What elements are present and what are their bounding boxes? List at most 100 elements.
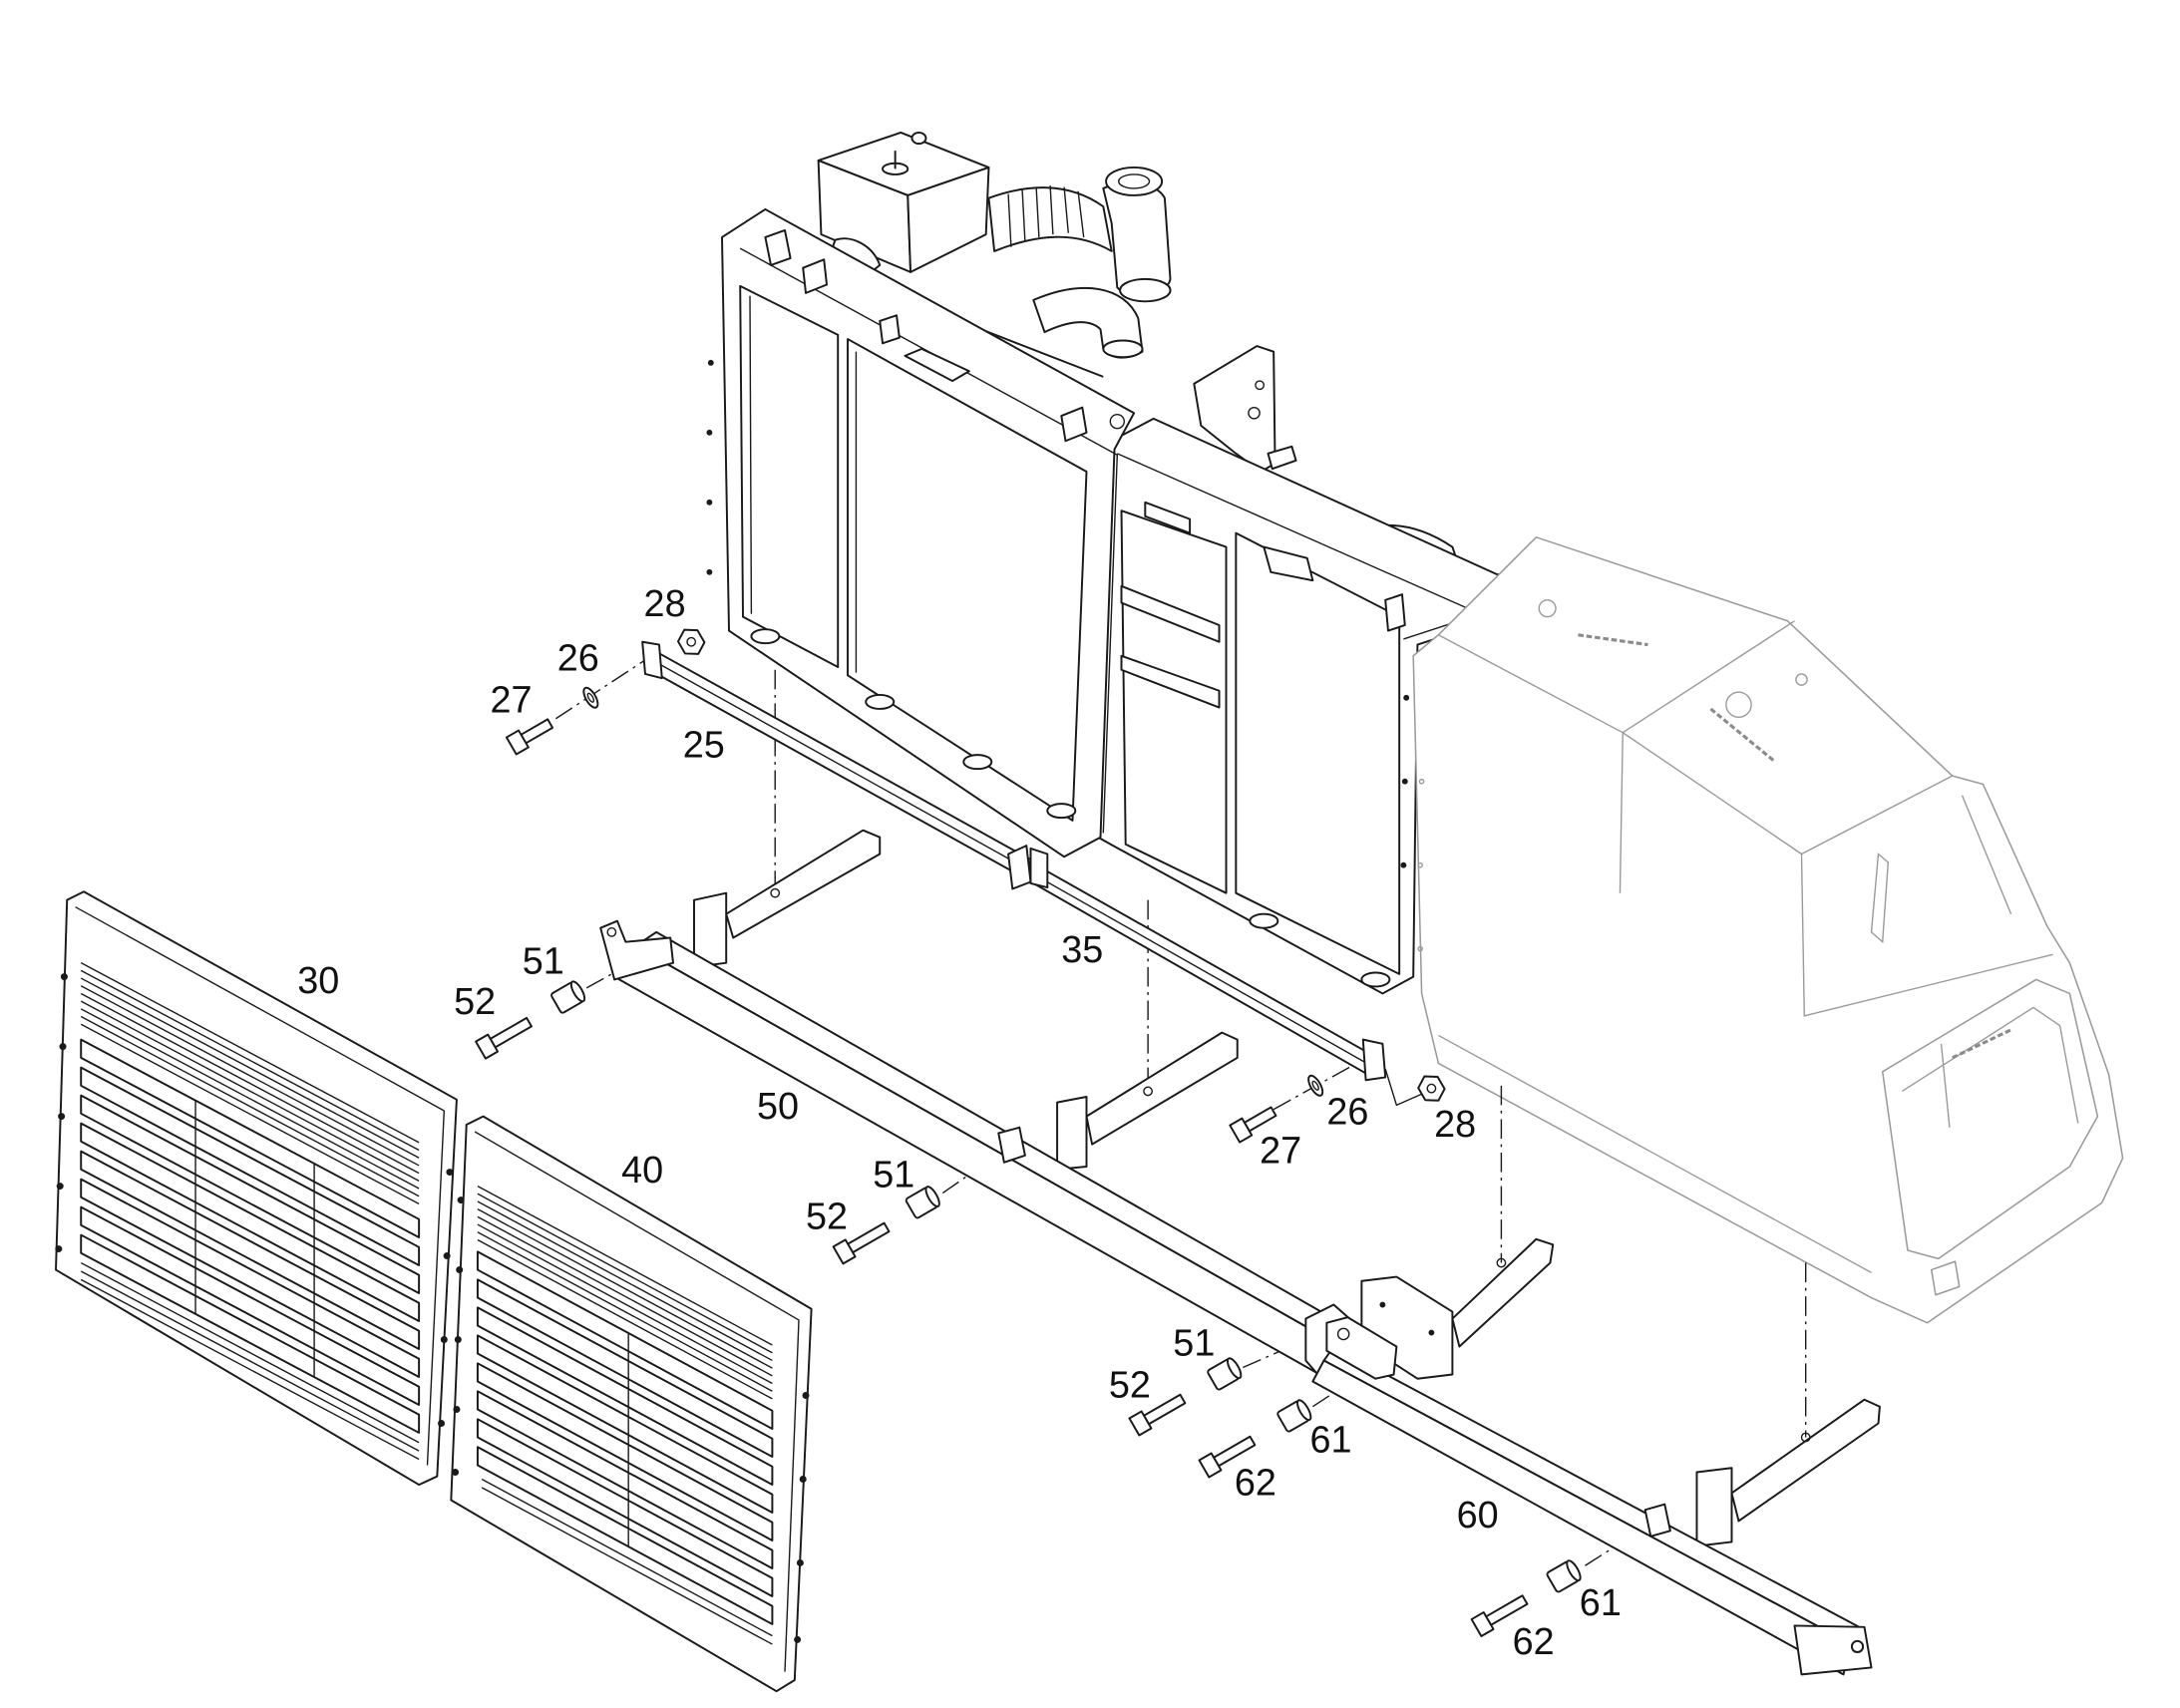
callout-40: 40 [621,1150,663,1192]
callout-51: 51 [873,1154,914,1196]
grille-louver-line [80,985,420,1167]
callout-27: 27 [491,680,533,722]
grille-slat [80,1150,421,1350]
grille-louver-line [481,1487,773,1645]
washer-ring [1307,1074,1324,1097]
spacer-end [1566,1559,1582,1582]
grille-louver-line [80,1015,420,1197]
callout-61: 61 [1310,1419,1352,1461]
bolt-62 [1470,1594,1529,1637]
radiator-right-core-wide [1235,531,1401,975]
bar-60-hole [1336,1327,1350,1341]
bolt-head [1470,1611,1495,1637]
cooler-fitting [1144,501,1192,534]
bracket-plate [693,891,728,968]
spacer-51 [1207,1357,1243,1391]
grille-30-frame-edge [75,906,446,1466]
plate-hole [1428,1329,1435,1336]
grille-hole [56,1183,64,1191]
bar-25-right-plate [1007,845,1032,890]
bar-60-hole [1850,1639,1865,1653]
spacer-51 [905,1186,940,1219]
grille-slat [80,1122,421,1322]
hood-hole [1418,778,1425,785]
callout-52: 52 [454,981,496,1023]
bracket-tab [1267,445,1297,471]
centerline [554,659,646,720]
spacer-end [924,1186,940,1207]
bracket-plate [1695,1467,1733,1547]
grille-louver-line [80,962,420,1144]
hood-outline [1412,536,2124,1324]
bolt-head [1229,1117,1254,1144]
frame-hole [706,499,713,506]
cooler-fitting [1384,593,1406,632]
top-strip [904,347,970,383]
callout-51: 51 [1173,1323,1215,1365]
grille-hole [457,1196,465,1204]
bolt-27 [505,718,554,756]
bottom-mount-tab [865,693,896,710]
grille-hole [802,1392,810,1400]
bracket-plate [1056,1096,1088,1171]
top-bracket [1060,406,1088,443]
spacer-end [1296,1399,1312,1422]
grille-louver-line [477,1238,773,1400]
bottom-mount-tab [1249,912,1279,929]
bar-50-hole [606,926,617,937]
upper-pipe-flange [1105,166,1164,196]
bolt-head [1198,1452,1223,1479]
hose-ring [1035,186,1040,237]
bracket-hole [1255,380,1266,391]
grille-slat [80,1094,421,1294]
callout-28: 28 [644,583,686,625]
hood-slot [1952,1028,2012,1060]
bolt-head [475,1033,500,1060]
hood-edge [1619,732,1624,893]
nut-bore [686,636,697,647]
spacer-61 [1276,1399,1312,1433]
washer-26 [1307,1074,1324,1097]
core-edge-line [749,295,753,614]
hose-ring [1049,185,1054,235]
upper-pipe-opening [1118,173,1151,189]
hood-latch [1930,1260,1961,1296]
callout-30: 30 [297,960,339,1002]
callout-26: 26 [1326,1091,1368,1133]
bracket-hole [1248,406,1261,420]
bar-25 [641,640,1032,890]
grille-slat [476,1278,774,1458]
bracket-arm [1730,1398,1881,1523]
hose-ring [1063,186,1069,233]
frame-hole [1403,694,1410,701]
leader-line [1384,1068,1422,1107]
elbow-flange-lower [1119,277,1172,303]
grille-slat [80,1178,421,1378]
washer-26 [582,686,599,709]
bracket-arm [725,829,882,939]
hood-hole [1795,673,1808,686]
plate-hole [1379,1301,1386,1308]
bar-25-left-plate [641,640,663,680]
grille-slat [476,1418,774,1597]
bracket-hole [1143,1086,1154,1097]
spacer-51 [550,980,586,1014]
nut-body [1417,1075,1446,1102]
grille-slat [80,1038,421,1238]
callout-61: 61 [1580,1582,1622,1624]
nut-bore [1426,1083,1437,1094]
grille-slat [80,1233,421,1434]
washer-bore [586,692,595,703]
grille-hole [440,1336,448,1344]
callout-28: 28 [1434,1104,1476,1146]
hood-lifting-eye [1538,599,1557,618]
grille-louver-line [477,1185,773,1346]
bottom-mount-tab [750,628,781,645]
bracket-hole [1496,1257,1507,1268]
hood-slot [1709,707,1775,762]
bar-25-edge [651,659,1029,870]
bottom-mount-tab [1046,803,1077,820]
grille-slat [476,1390,774,1569]
grille-louver-line [477,1208,773,1369]
